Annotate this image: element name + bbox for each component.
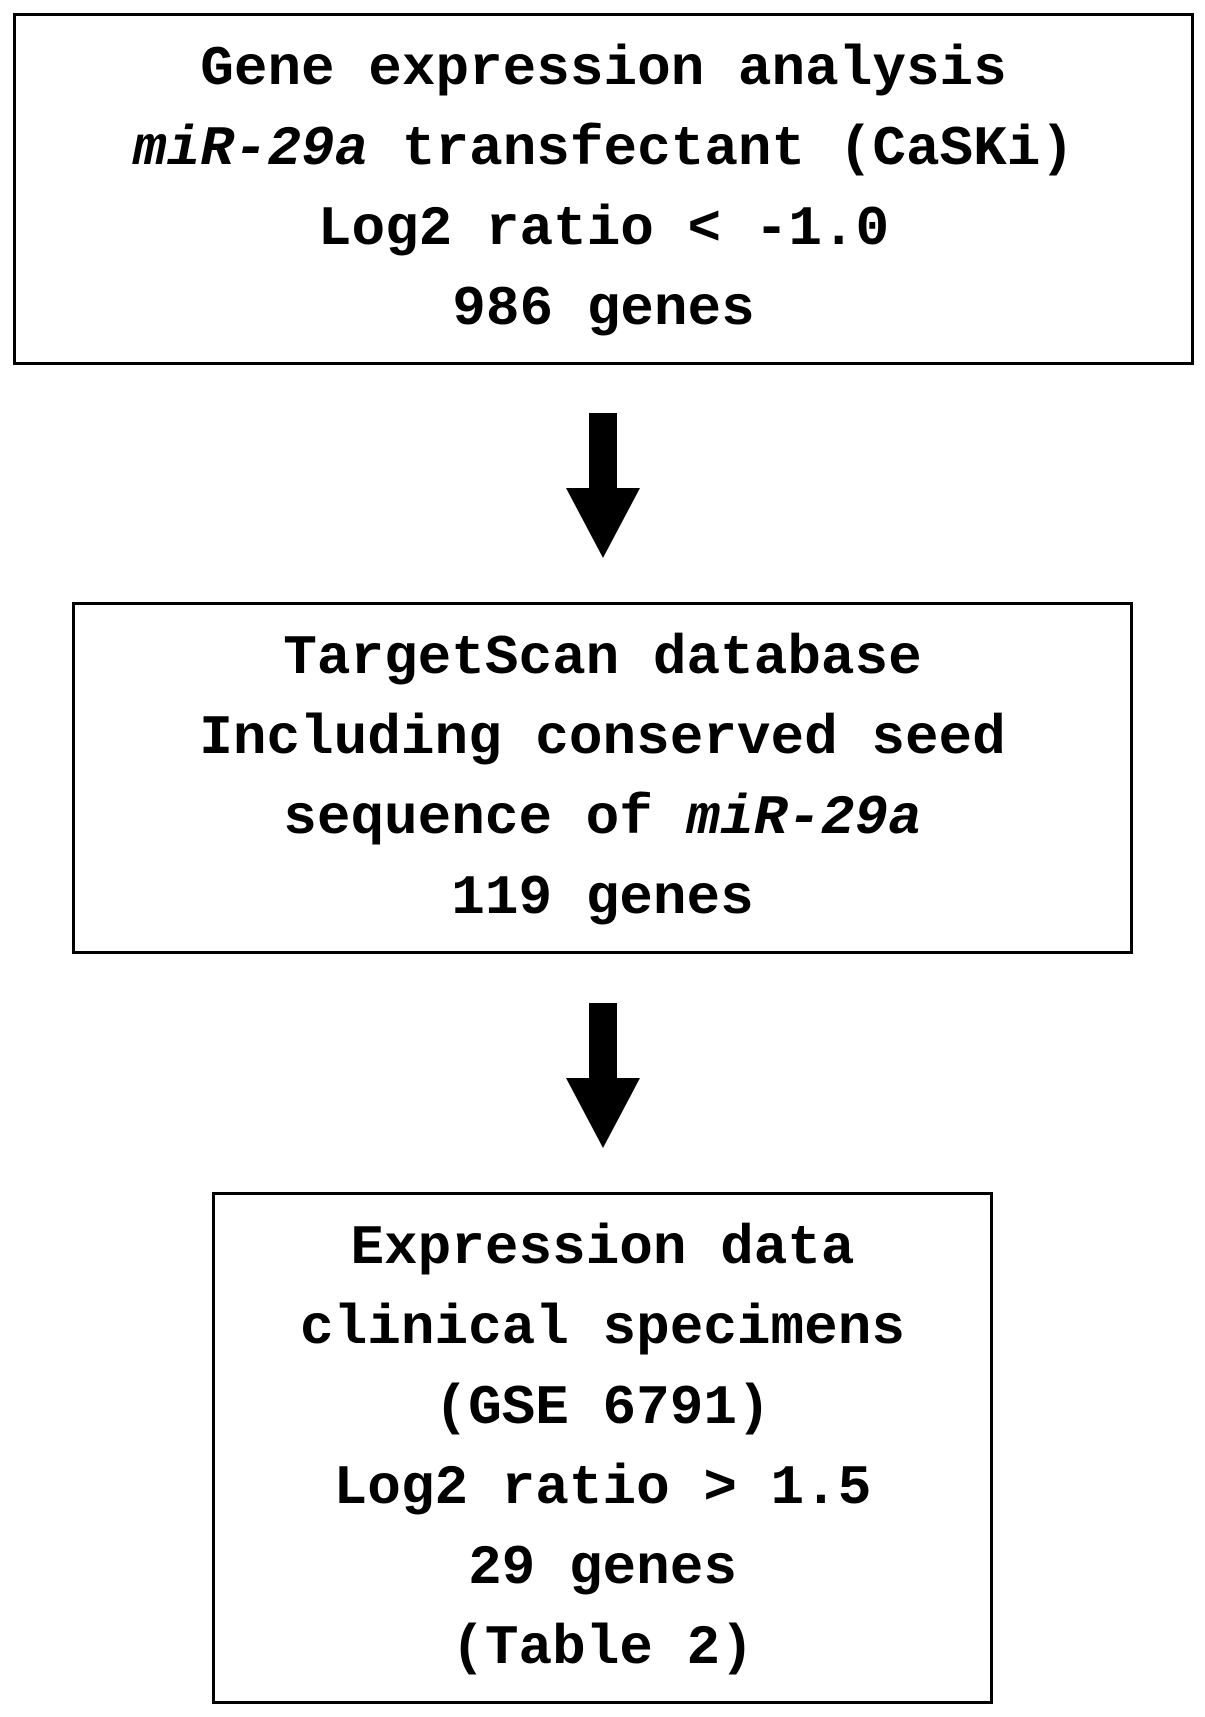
box-2-line-3: sequence of miR-29a	[283, 786, 922, 850]
box-3-line-2: clinical specimens	[300, 1296, 905, 1360]
box-3-line-4: Log2 ratio > 1.5	[333, 1456, 872, 1520]
step-box-targetscan-database: TargetScan database Including conserved …	[72, 602, 1133, 954]
down-arrow-icon	[566, 413, 640, 558]
box-2-line-1: TargetScan database	[283, 626, 922, 690]
box-1-line-3: Log2 ratio < -1.0	[317, 197, 890, 261]
box-3-line-3: (GSE 6791)	[434, 1376, 771, 1440]
box-2-line-2: Including conserved seed	[199, 706, 1006, 770]
step-box-gene-expression-analysis: Gene expression analysis miR-29a transfe…	[13, 13, 1194, 365]
down-arrow-icon	[566, 1003, 640, 1148]
step-box-clinical-expression-data: Expression data clinical specimens (GSE …	[212, 1192, 993, 1704]
box-2-line-4: 119 genes	[451, 866, 754, 930]
mirna-name-italic: miR-29a	[133, 117, 369, 181]
box-1-line-2: miR-29a transfectant (CaSKi)	[133, 117, 1074, 181]
mirna-name-italic: miR-29a	[686, 786, 922, 850]
box-3-line-1: Expression data	[350, 1216, 855, 1280]
box-1-line-4: 986 genes	[452, 277, 755, 341]
box-3-line-5: 29 genes	[468, 1536, 737, 1600]
box-3-line-6: (Table 2)	[451, 1616, 754, 1680]
box-1-line-1: Gene expression analysis	[200, 37, 1007, 101]
